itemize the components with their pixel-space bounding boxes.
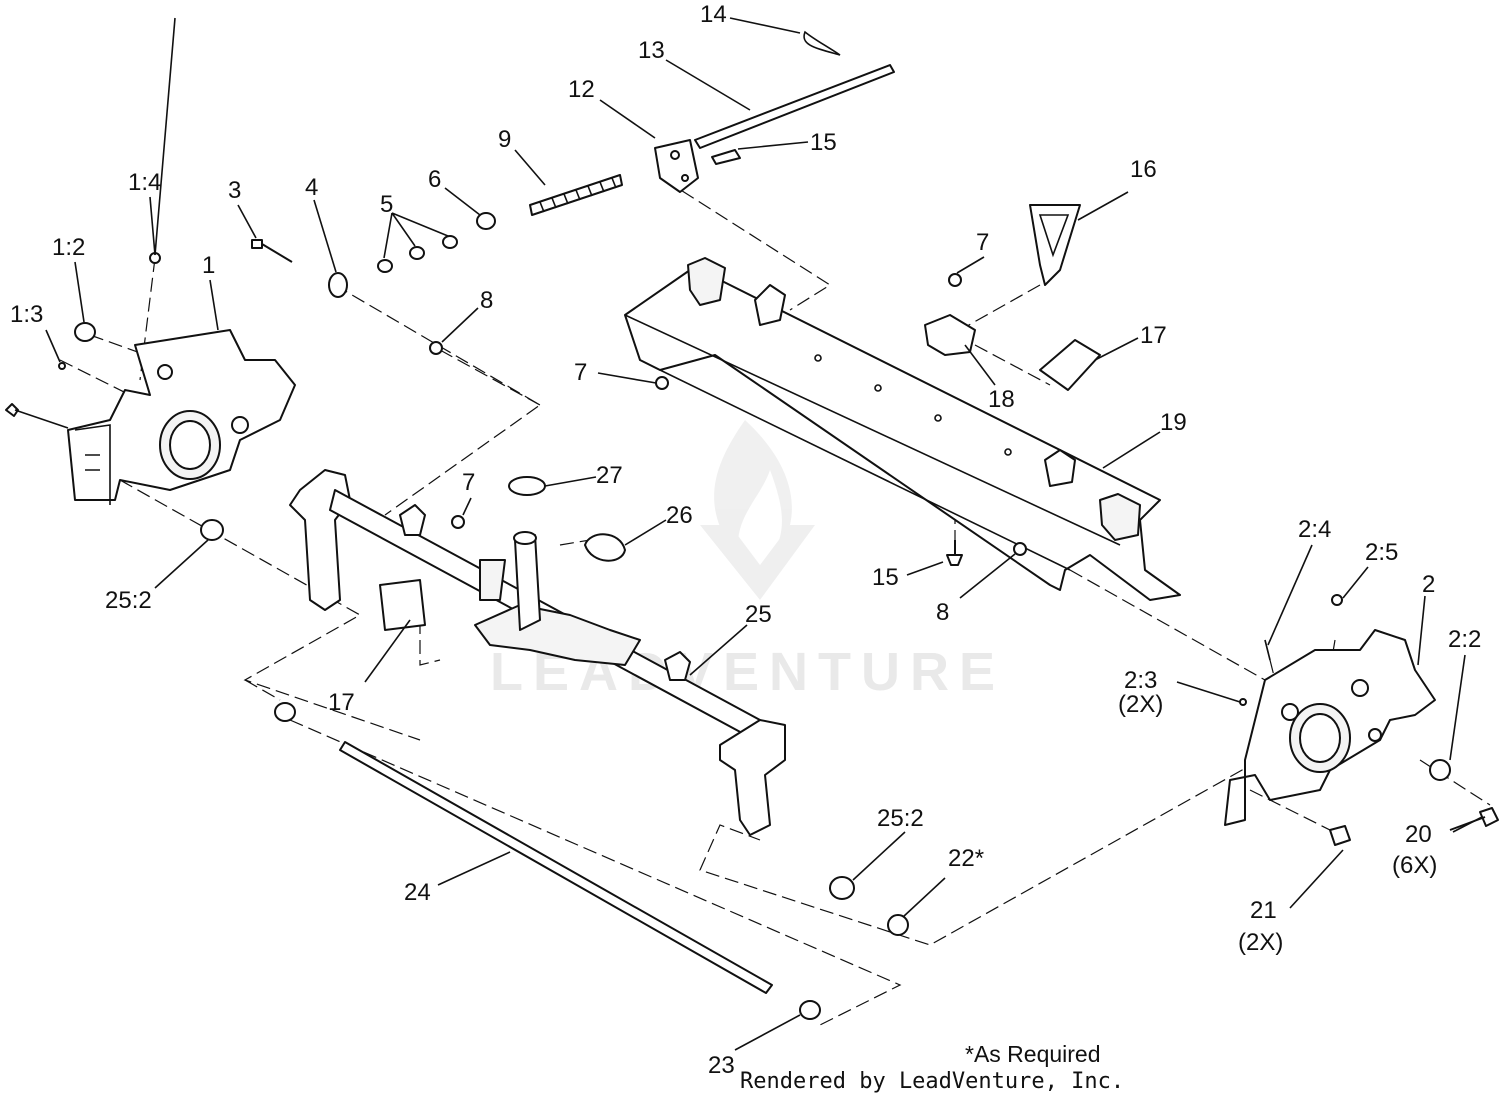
clip-17-right [1039, 339, 1101, 391]
label-8-left: 8 [480, 287, 493, 314]
label-17-left: 17 [328, 689, 355, 716]
label-14: 14 [700, 1, 727, 28]
washer-22 [887, 914, 909, 936]
bolt-21 [1329, 825, 1351, 846]
label-24: 24 [404, 879, 431, 906]
label-19: 19 [1160, 409, 1187, 436]
nut-8-left [429, 341, 443, 355]
label-2-4: 2:4 [1298, 516, 1331, 543]
label-25-2-right: 25:2 [877, 805, 924, 832]
right-side-plate [1224, 629, 1436, 826]
label-7-top: 7 [976, 229, 989, 256]
rod-24 [339, 741, 773, 994]
fitting-1-3 [58, 362, 66, 370]
as-required-note: *As Required [965, 1041, 1101, 1067]
spacer-4 [328, 272, 348, 298]
leader-lines [45, 17, 1483, 1051]
spacer-23-left [274, 702, 296, 722]
spacer-23 [799, 1000, 821, 1020]
label-9: 9 [498, 126, 511, 153]
label-21: 21 [1250, 897, 1277, 924]
render-credit: Rendered by LeadVenture, Inc. [740, 1069, 1124, 1094]
label-16: 16 [1130, 156, 1157, 183]
nut-8-right [1013, 542, 1027, 556]
pin-2-4 [1264, 639, 1271, 661]
label-15-top: 15 [810, 129, 837, 156]
ring-26 [584, 533, 626, 562]
label-1-2: 1:2 [52, 234, 85, 261]
left-side-plate [67, 329, 296, 505]
bolt-left [5, 403, 69, 429]
bolt-15-bottom [946, 540, 963, 566]
nut-7-top [948, 273, 962, 287]
label-8-right: 8 [936, 599, 949, 626]
label-22: 22* [948, 845, 984, 872]
label-25: 25 [745, 601, 772, 628]
label-2-2: 2:2 [1448, 626, 1481, 653]
label-17-right: 17 [1140, 322, 1167, 349]
label-12: 12 [568, 76, 595, 103]
callout-labels: 1:4 1:2 1:3 1 3 4 5 6 9 12 13 14 15 16 7… [10, 1, 1481, 1079]
main-frame-19 [624, 257, 1181, 601]
label-13: 13 [638, 37, 665, 64]
label-2-3-qty: (2X) [1118, 691, 1163, 718]
label-27: 27 [596, 462, 623, 489]
label-1-3: 1:3 [10, 301, 43, 328]
watermark-logo [700, 420, 815, 600]
label-2-5: 2:5 [1365, 539, 1398, 566]
pivot-shaft-25 [289, 469, 786, 836]
label-26: 26 [666, 502, 693, 529]
label-1: 1 [202, 252, 215, 279]
bolt-15-top [711, 149, 741, 165]
spring-9 [529, 174, 623, 216]
label-3: 3 [228, 177, 241, 204]
label-20: 20 [1405, 821, 1432, 848]
washer-27 [508, 476, 546, 496]
nuts-5 [377, 235, 458, 273]
hairpin-14 [803, 30, 841, 56]
bushing-25-2-left [200, 519, 224, 541]
label-2: 2 [1422, 571, 1435, 598]
label-1-4: 1:4 [128, 169, 161, 196]
handle-16 [1029, 204, 1081, 286]
bolt-3 [251, 239, 293, 263]
nut-7-frame [655, 376, 669, 390]
label-2-3: 2:3 [1124, 667, 1157, 694]
label-6: 6 [428, 166, 441, 193]
bushing-25-2-right [829, 876, 855, 900]
fitting-2-3 [1239, 698, 1247, 706]
label-4: 4 [305, 174, 318, 201]
rod-13 [694, 64, 895, 149]
label-25-2-left: 25:2 [105, 587, 152, 614]
label-15-bottom: 15 [872, 564, 899, 591]
clip-17-left [379, 579, 426, 631]
label-20-qty: (6X) [1392, 852, 1437, 879]
label-18: 18 [988, 386, 1015, 413]
nut-2-5 [1331, 594, 1343, 606]
bolt-20 [1449, 807, 1499, 831]
bushing-2-2 [1429, 759, 1451, 781]
label-21-qty: (2X) [1238, 929, 1283, 956]
bushing-1-2 [74, 322, 96, 342]
label-23: 23 [708, 1052, 735, 1079]
label-7-shaft: 7 [462, 469, 475, 496]
washer-6 [476, 212, 496, 230]
label-7-frame: 7 [574, 359, 587, 386]
label-5: 5 [380, 191, 393, 218]
lever-plate-12 [654, 139, 699, 193]
nut-7-shaft [451, 515, 465, 529]
